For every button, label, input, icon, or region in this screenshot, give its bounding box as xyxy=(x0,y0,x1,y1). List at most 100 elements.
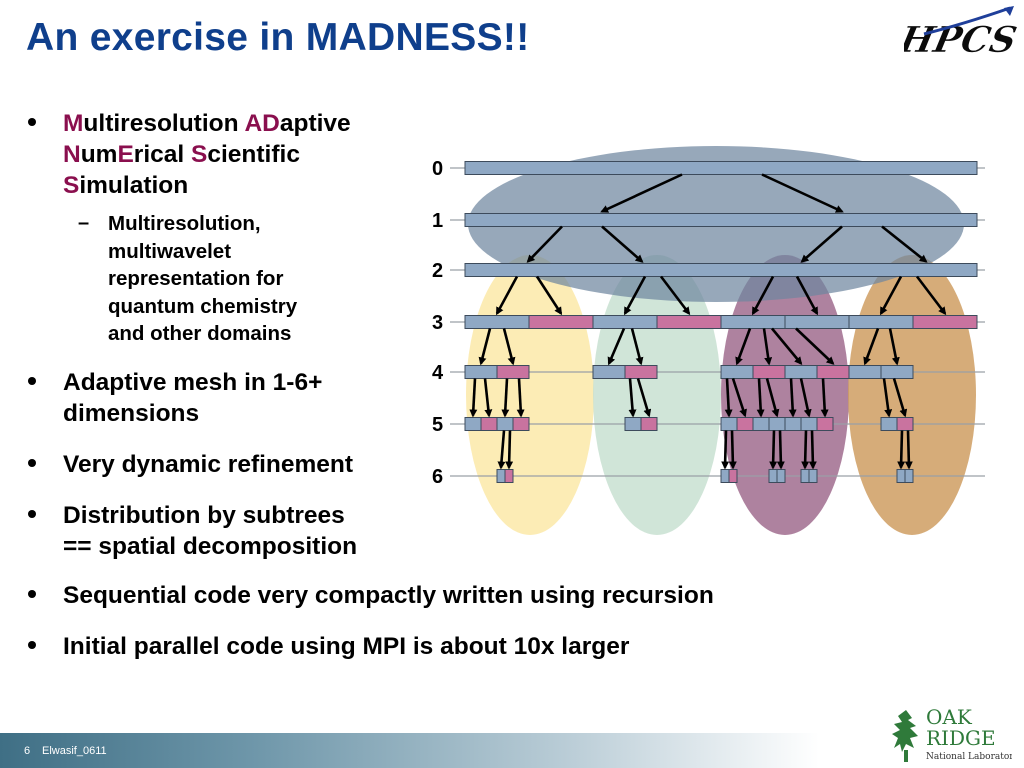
leaf-node xyxy=(464,315,530,329)
leaf-node xyxy=(592,365,626,379)
acronym-letter: AD xyxy=(244,110,280,137)
refinement-arrow xyxy=(761,173,844,213)
acronym-word: um xyxy=(80,141,118,168)
sub-bullet-line: Multiresolution, xyxy=(108,212,261,235)
oak-ridge-logo-line-3: National Laboratory xyxy=(926,752,1012,762)
leaf-node xyxy=(880,417,898,431)
refinement-arrow xyxy=(735,328,752,366)
acronym-word: ultiresolution xyxy=(83,110,245,137)
acronym-letter: M xyxy=(63,110,84,137)
refined-node xyxy=(728,469,738,483)
tree-nodes xyxy=(464,161,978,483)
acronym-letter: N xyxy=(63,141,81,168)
refined-node xyxy=(480,417,498,431)
bullet-dynamic-refinement-text: Very dynamic refinement xyxy=(63,449,353,480)
hpcs-logo-text: HPCS xyxy=(904,18,1020,61)
level-label: 3 xyxy=(432,312,443,334)
sub-bullet-dash: – xyxy=(78,212,90,234)
refinement-arrow xyxy=(801,430,810,470)
refined-node xyxy=(528,315,594,329)
bullet-sequential-code-text: Sequential code very compactly written u… xyxy=(63,580,714,611)
bullet-parallel-code-text: Initial parallel code using MPI is about… xyxy=(63,631,629,662)
leaf-node xyxy=(896,469,906,483)
refinement-arrow xyxy=(788,378,797,418)
hpcs-arrowhead-icon xyxy=(1004,6,1014,16)
level-label: 5 xyxy=(432,414,443,436)
leaf-node xyxy=(752,417,770,431)
refinement-arrow xyxy=(751,275,775,316)
refined-node xyxy=(640,417,658,431)
leaf-node xyxy=(464,213,978,227)
refinement-arrow xyxy=(762,328,773,366)
bullet-dot xyxy=(28,118,36,126)
level-label: 4 xyxy=(432,362,444,384)
refinement-arrow xyxy=(502,328,516,366)
refinement-arrow xyxy=(505,430,514,470)
refinement-arrow xyxy=(863,328,880,366)
leaf-node xyxy=(592,315,658,329)
page-number: 6 xyxy=(24,745,31,757)
bullet-madness-line-1: Multiresolution ADaptive xyxy=(63,108,351,139)
refinement-arrow xyxy=(497,430,506,470)
refinement-arrow xyxy=(795,275,819,316)
refinement-arrow xyxy=(601,225,644,263)
leaf-node xyxy=(464,263,978,277)
refinement-arrow xyxy=(501,378,510,418)
refinement-arrow xyxy=(721,430,730,470)
hpcs-logo: HPCS xyxy=(904,6,1020,61)
refinement-arrow xyxy=(526,225,563,263)
refinement-arrow xyxy=(630,328,644,366)
leaf-node xyxy=(800,417,818,431)
refinement-arrow xyxy=(888,328,900,366)
acronym-word: cientific xyxy=(207,141,300,168)
acronym-word: imulation xyxy=(79,172,189,199)
bullet-line: Very dynamic refinement xyxy=(63,451,354,478)
refinement-arrow xyxy=(628,378,637,418)
sub-bullet-line: multiwavelet xyxy=(108,239,232,263)
subtree-ellipse xyxy=(466,255,594,535)
bullet-dot xyxy=(28,590,36,598)
bullet-madness-line-3: Simulation xyxy=(63,170,351,201)
leaf-node xyxy=(848,365,882,379)
leaf-node xyxy=(904,469,914,483)
refinement-arrow xyxy=(897,430,906,470)
level-label: 2 xyxy=(432,260,443,282)
refinement-arrow xyxy=(600,173,683,213)
bullet-line: Sequential code very compactly written u… xyxy=(63,582,714,609)
leaf-node xyxy=(720,315,786,329)
refined-node xyxy=(896,417,914,431)
bullet-line: Adaptive mesh in 1-6+ xyxy=(63,369,323,396)
bullet-line: dimensions xyxy=(63,400,200,427)
bullet-line: Initial parallel code using MPI is about… xyxy=(63,633,630,660)
leaf-node xyxy=(768,469,778,483)
sub-bullet-line: and other domains xyxy=(108,322,292,345)
oak-ridge-logo-line-2: RIDGE xyxy=(926,726,996,750)
refinement-arrow xyxy=(879,275,903,316)
hpcs-arrow-icon xyxy=(923,6,1011,36)
refinement-arrow xyxy=(495,275,519,316)
leaf-node xyxy=(848,315,914,329)
leaf-node xyxy=(768,417,786,431)
leaf-node xyxy=(880,365,914,379)
leaf-node xyxy=(720,365,754,379)
refined-node xyxy=(504,469,514,483)
refinement-arrow xyxy=(535,275,563,316)
bullet-distribution-text: Distribution by subtrees == spatial deco… xyxy=(63,500,357,562)
leaf-node xyxy=(496,417,514,431)
refinement-arrow xyxy=(904,430,913,470)
refinement-arrow xyxy=(765,378,780,418)
refinement-arrow xyxy=(795,327,835,365)
leaf-node xyxy=(464,417,482,431)
sub-bullet-line: quantum chemistry xyxy=(108,294,298,318)
refined-node xyxy=(624,365,658,379)
bullet-dot xyxy=(28,459,36,467)
refinement-arrow xyxy=(636,378,652,418)
refinement-arrow xyxy=(469,378,478,418)
refinement-arrow xyxy=(731,378,747,418)
leaf-node xyxy=(776,469,786,483)
refinement-arrow xyxy=(769,430,778,470)
footer-bar: 6 Elwasif_0611 xyxy=(0,733,1024,768)
refined-node xyxy=(512,417,530,431)
refined-node xyxy=(816,417,834,431)
